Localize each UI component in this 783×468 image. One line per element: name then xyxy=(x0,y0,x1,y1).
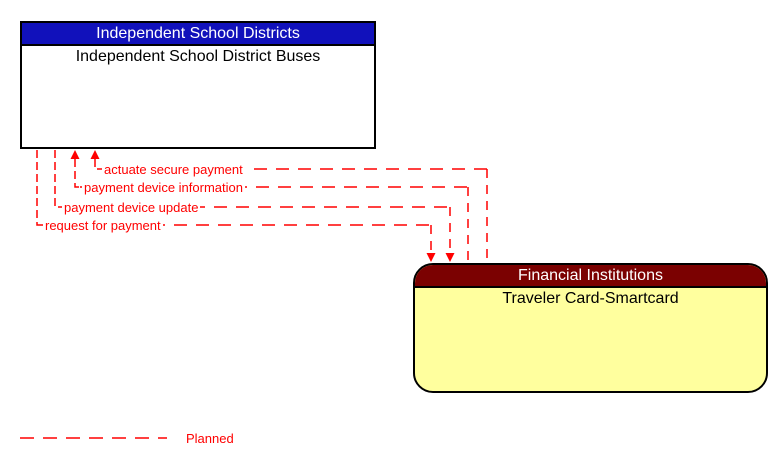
flow-stem-line xyxy=(74,159,80,188)
flow-stem-line xyxy=(94,159,100,170)
arrowhead-up-icon xyxy=(90,150,100,159)
entity-group-title: Financial Institutions xyxy=(415,265,766,288)
legend-label-planned: Planned xyxy=(186,431,234,446)
arrowhead-up-icon xyxy=(70,150,80,159)
flow-label-request-for-payment[interactable]: request for payment xyxy=(43,218,163,233)
flow-actuate-secure-payment xyxy=(90,150,488,263)
flow-label-actuate-secure-payment[interactable]: actuate secure payment xyxy=(102,162,245,177)
entity-group-title: Independent School Districts xyxy=(22,23,374,46)
arrowhead-down-icon xyxy=(445,253,455,262)
flow-request-for-payment xyxy=(36,150,436,262)
flow-label-payment-device-information[interactable]: payment device information xyxy=(82,180,245,195)
entity-box-independent-school-district-buses[interactable]: Independent School Districts Independent… xyxy=(20,21,376,149)
flow-stem-line xyxy=(36,150,42,226)
entity-name: Traveler Card-Smartcard xyxy=(502,290,679,307)
flow-label-payment-device-update[interactable]: payment device update xyxy=(62,200,201,215)
flow-stem-line xyxy=(54,150,60,208)
entity-name: Independent School District Buses xyxy=(75,48,321,65)
flow-payment-device-information xyxy=(70,150,469,263)
arrowhead-down-icon xyxy=(426,253,436,262)
entity-box-traveler-card-smartcard[interactable]: Financial Institutions Traveler Card-Sma… xyxy=(413,263,768,393)
flow-payment-device-update xyxy=(54,150,455,262)
